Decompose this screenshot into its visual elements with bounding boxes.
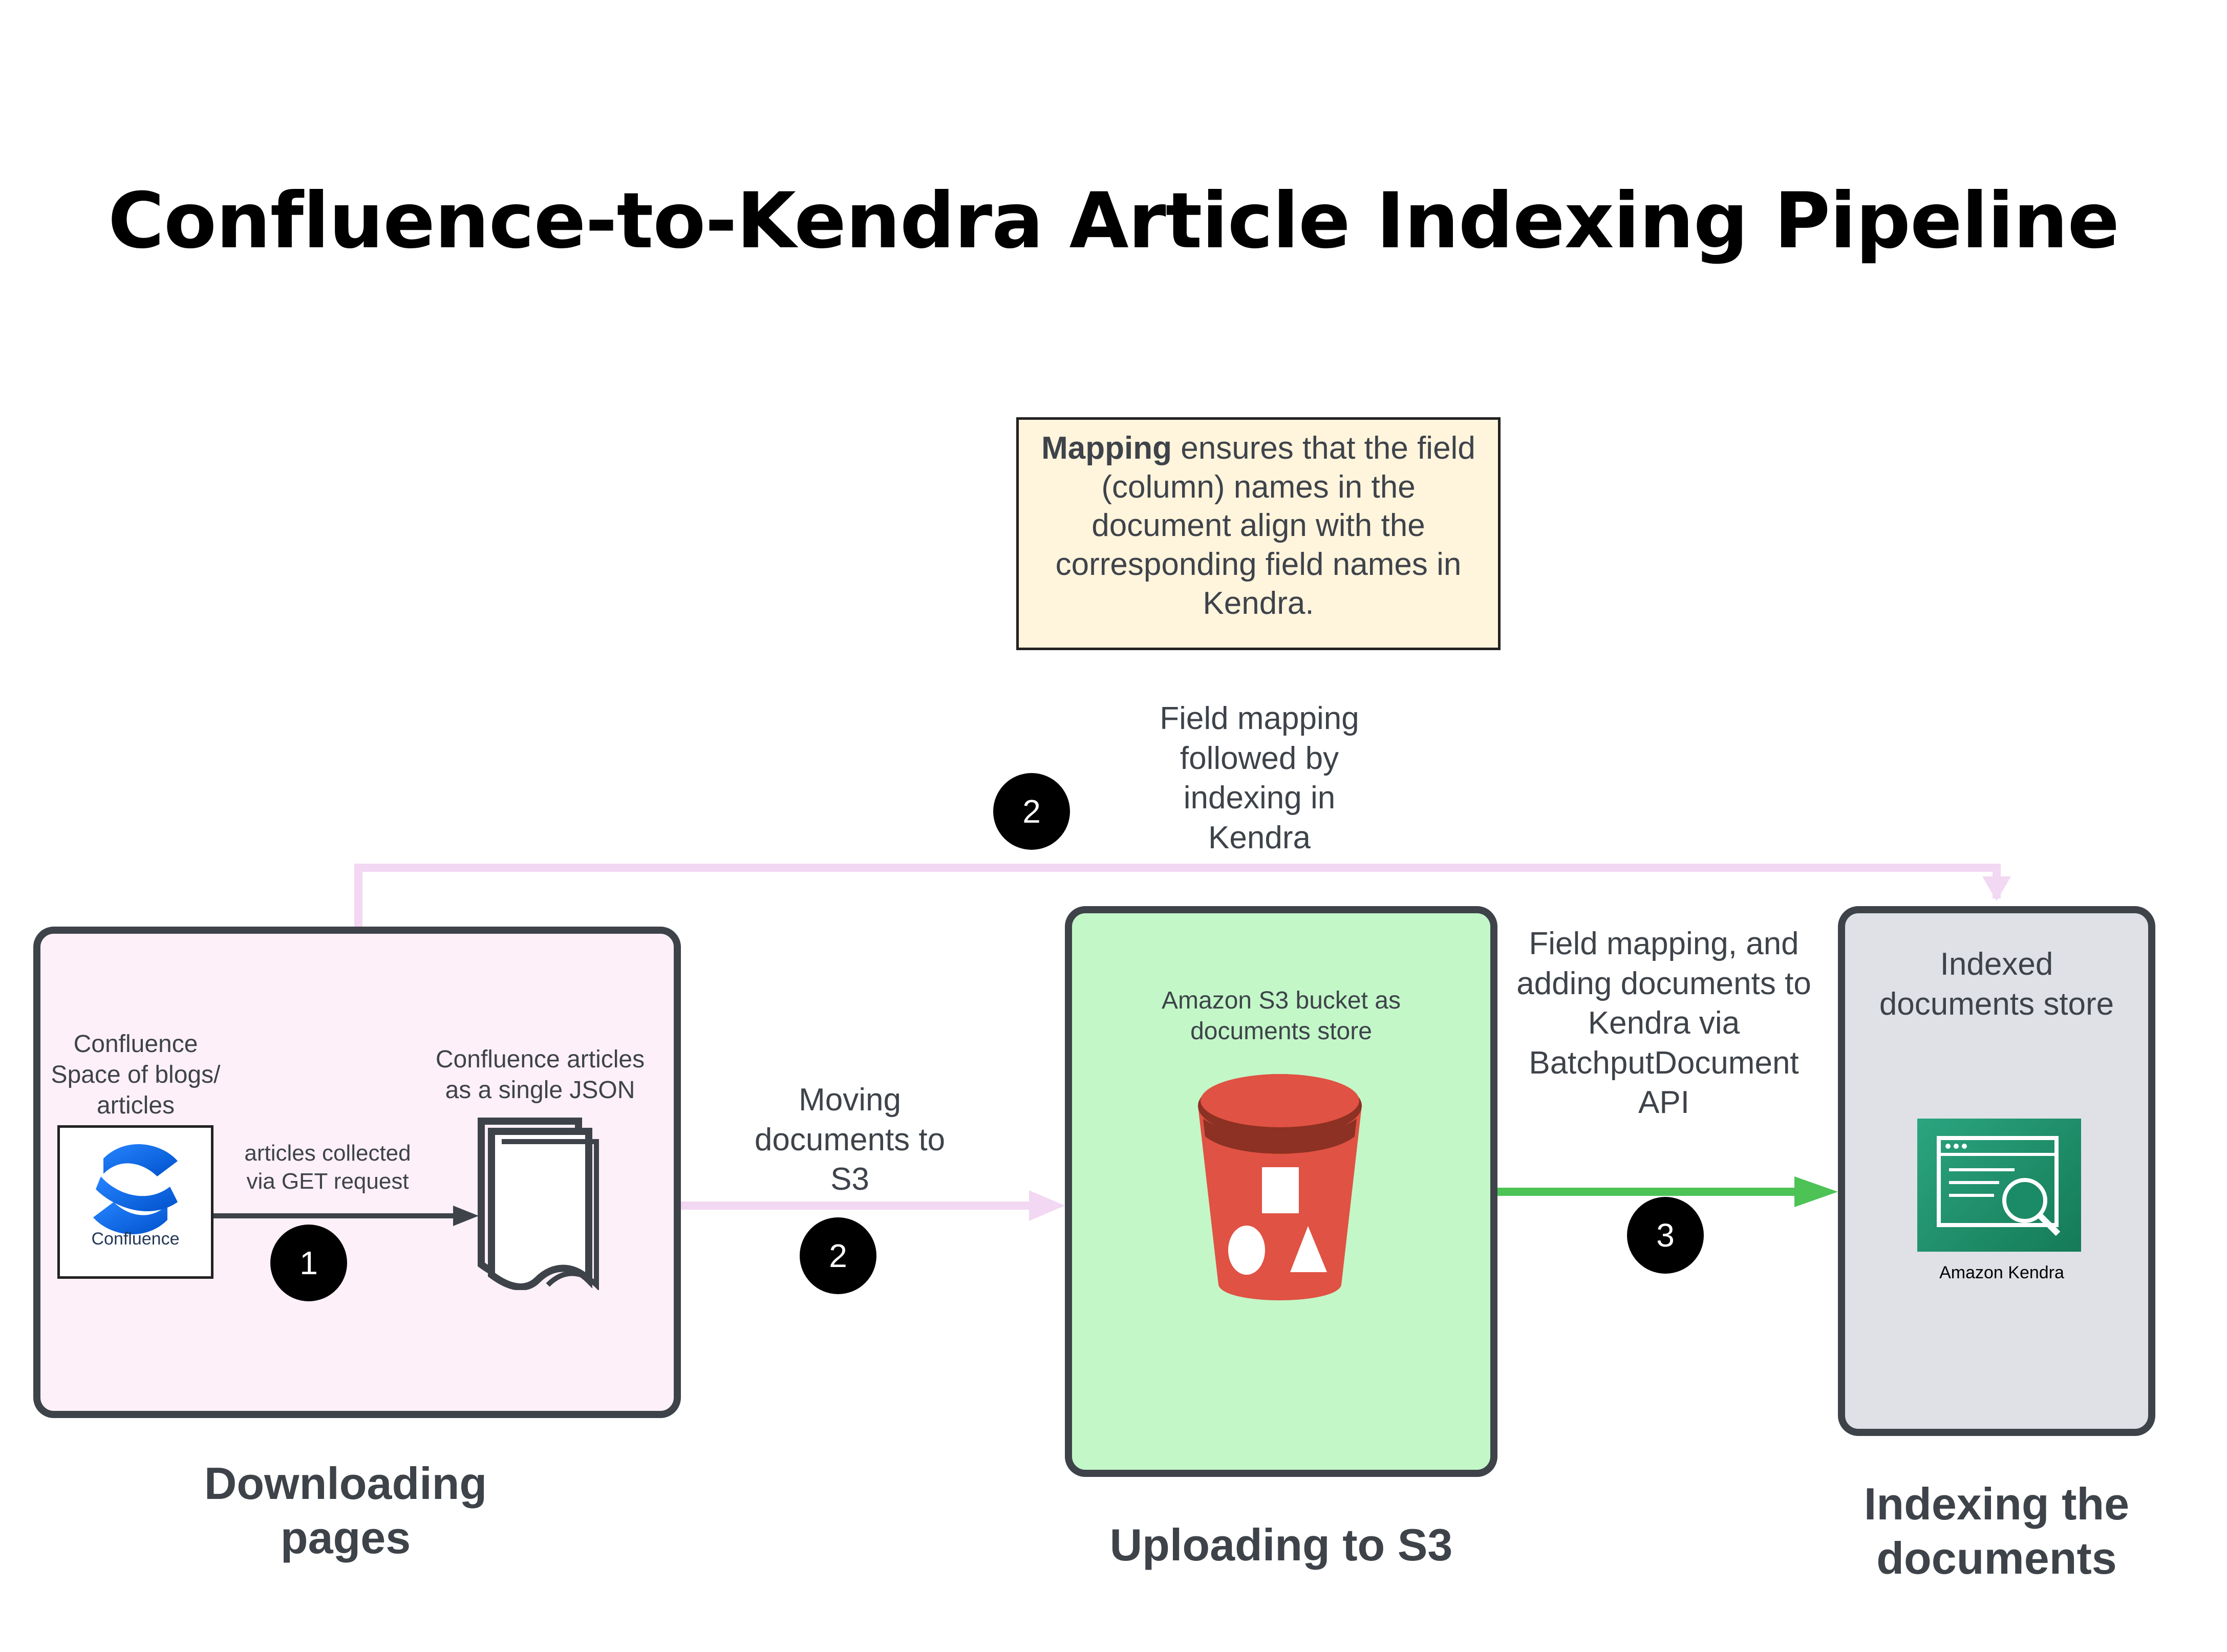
add-to-kendra-label: Field mapping, and adding documents to K…: [1516, 926, 1811, 1120]
download-badge: 1: [270, 1225, 347, 1301]
mapping-note-text: ensures that the field (column) names in…: [1055, 431, 1475, 621]
downloading-stage-title: Downloading pages: [204, 1458, 487, 1563]
move-to-s3-label: Moving documents to S3: [754, 1082, 946, 1197]
top-flow-arrow-head: [1982, 876, 2011, 901]
kendra-logo-text: Amazon Kendra: [1939, 1263, 2064, 1282]
confluence-space-label: Confluence Space of blogs/ articles: [51, 1031, 221, 1119]
kendra-stage-title: Indexing the documents: [1864, 1478, 2130, 1583]
top-flow-label: Field mapping followed by indexing in Ke…: [1160, 701, 1359, 855]
json-output-label: Confluence articles as a single JSON: [435, 1046, 645, 1104]
get-request-label: articles collected via GET request: [244, 1141, 411, 1194]
diagram-title: Confluence-to-Kendra Article Indexing Pi…: [108, 177, 2119, 266]
move-to-s3-arrow-head: [1029, 1190, 1065, 1221]
json-documents-icon: [478, 1118, 599, 1290]
confluence-logo-box: Confluence: [57, 1125, 213, 1279]
confluence-icon: [93, 1144, 178, 1234]
confluence-logo-text: Confluence: [91, 1229, 180, 1249]
top-flow-arrow: [354, 864, 2001, 927]
kendra-logo-tile: [1917, 1119, 2081, 1252]
add-to-kendra-badge: 3: [1627, 1197, 1704, 1274]
s3-bucket-label: Amazon S3 bucket as documents store: [1162, 987, 1401, 1045]
indexed-store-label: Indexed documents store: [1879, 947, 2114, 1022]
move-to-s3-badge: 2: [800, 1217, 876, 1294]
add-to-kendra-arrow-head: [1794, 1176, 1838, 1207]
top-flow-badge: 2: [993, 773, 1070, 850]
mapping-note: Mapping ensures that the field (column) …: [1016, 417, 1501, 650]
kendra-search-icon: [1937, 1136, 2061, 1236]
s3-stage-title: Uploading to S3: [1109, 1519, 1453, 1570]
s3-bucket-icon: [1198, 1074, 1362, 1300]
get-request-arrow-head: [453, 1206, 479, 1226]
mapping-note-bold: Mapping: [1041, 431, 1172, 466]
